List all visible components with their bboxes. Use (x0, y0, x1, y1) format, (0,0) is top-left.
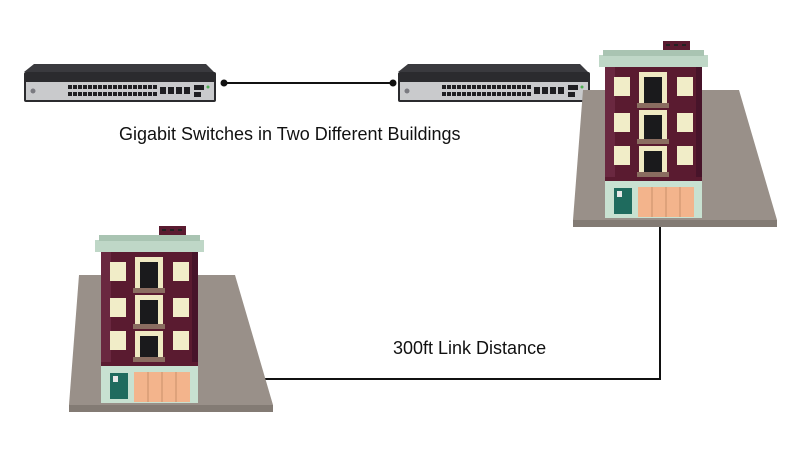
building-right (572, 40, 778, 228)
gigabit-switch-right (398, 64, 590, 102)
link-distance-caption: 300ft Link Distance (393, 338, 547, 358)
gigabit-switch-left (24, 64, 216, 102)
building-link-cable (218, 227, 661, 380)
cable-endpoint-left (220, 79, 228, 87)
building-left (68, 225, 274, 413)
cable-endpoint-right (389, 79, 397, 87)
switches-caption: Gigabit Switches in Two Different Buildi… (119, 124, 461, 144)
